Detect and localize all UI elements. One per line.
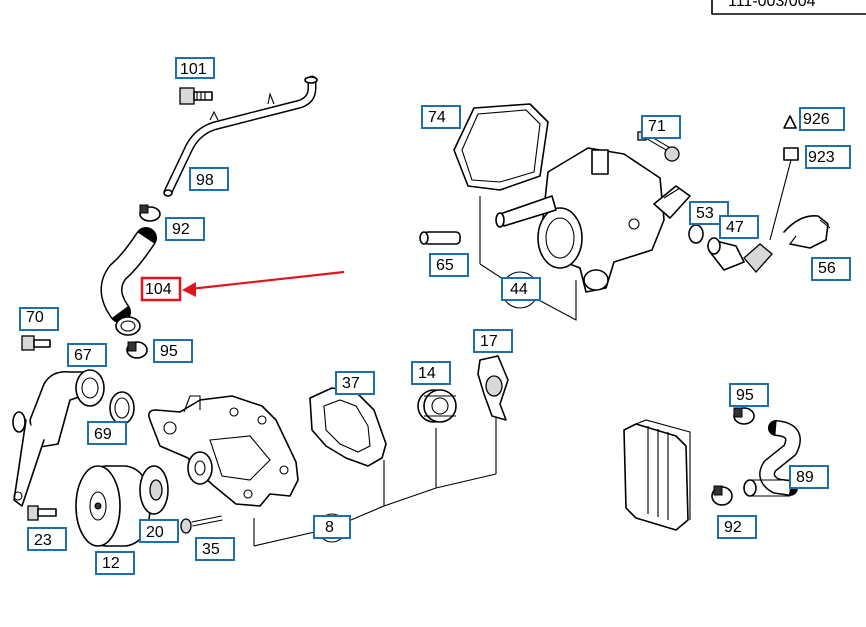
label-44[interactable]: 44 [501,277,541,301]
label-95-right[interactable]: 95 [729,383,769,407]
bolt-101-drawing [179,87,213,105]
svg-text:47: 47 [726,219,744,236]
hose-104-drawing [100,227,157,336]
label-12[interactable]: 12 [95,551,135,575]
label-926[interactable]: 926 [799,107,845,131]
label-89[interactable]: 89 [789,465,829,489]
sensor-47-drawing [707,237,773,273]
pulley-12-drawing [75,465,151,547]
bolt-70-drawing [21,335,51,351]
sensor-connector-drawing [653,185,691,219]
label-23[interactable]: 23 [27,527,67,551]
label-104-highlighted[interactable]: 104 [140,276,182,302]
drawing-reference-text: 111-003/004 [728,0,816,10]
svg-text:101: 101 [180,61,207,78]
svg-text:23: 23 [34,532,52,549]
clip-56-drawing [783,215,831,249]
svg-text:74: 74 [428,109,446,126]
svg-text:44: 44 [510,281,528,298]
svg-text:37: 37 [342,375,360,392]
item-923-drawing [769,147,799,241]
gasket-69-drawing [109,391,135,425]
svg-text:53: 53 [696,205,714,222]
label-65[interactable]: 65 [429,253,469,277]
label-20[interactable]: 20 [139,519,179,543]
label-17[interactable]: 17 [473,329,513,353]
item-926-drawing [783,115,797,129]
label-56[interactable]: 56 [811,257,851,281]
svg-text:67: 67 [74,347,92,364]
label-69[interactable]: 69 [87,421,127,445]
clamp-92-upper-drawing [139,204,161,222]
label-92-right[interactable]: 92 [717,515,757,539]
clamp-95-left-drawing [126,341,148,359]
label-53[interactable]: 53 [689,201,729,225]
drawing-reference-box: 111-003/004 [711,0,866,15]
svg-text:95: 95 [160,343,178,360]
hub-20-drawing [139,465,169,515]
svg-text:14: 14 [418,365,436,382]
label-74[interactable]: 74 [421,105,461,129]
label-98[interactable]: 98 [189,167,229,191]
vane-17-drawing [477,355,509,421]
svg-text:12: 12 [102,555,120,572]
svg-text:89: 89 [796,469,814,486]
label-37[interactable]: 37 [335,371,375,395]
pipe-98-drawing [163,75,318,197]
svg-text:70: 70 [26,309,44,326]
svg-text:35: 35 [202,541,220,558]
svg-text:56: 56 [818,260,836,277]
svg-text:923: 923 [808,149,835,166]
clamp-95-right-drawing [733,407,755,425]
label-95-left[interactable]: 95 [153,339,193,363]
svg-text:17: 17 [480,333,498,350]
impeller-14-drawing [417,389,457,423]
svg-text:92: 92 [724,519,742,536]
label-35[interactable]: 35 [195,537,235,561]
label-923[interactable]: 923 [805,145,851,169]
label-101[interactable]: 101 [175,57,215,79]
highlight-arrow [182,270,345,297]
svg-text:98: 98 [196,172,214,189]
svg-text:92: 92 [172,221,190,238]
clamp-92-right-drawing [711,485,733,506]
svg-text:95: 95 [736,387,754,404]
housing-67-drawing [12,369,105,507]
oil-cooler-drawing [623,419,691,531]
svg-text:926: 926 [803,111,830,128]
svg-text:20: 20 [146,524,164,541]
svg-text:65: 65 [436,257,454,274]
bolt-23-drawing [27,505,57,521]
gasket-74-drawing [453,103,549,191]
seal-53-drawing [688,224,704,244]
label-92-upper[interactable]: 92 [165,217,205,241]
svg-text:69: 69 [94,426,112,443]
label-8[interactable]: 8 [313,515,351,539]
label-70[interactable]: 70 [19,307,59,331]
label-71[interactable]: 71 [641,115,681,139]
label-67[interactable]: 67 [67,343,107,367]
label-47[interactable]: 47 [719,215,759,239]
svg-text:104: 104 [145,281,172,298]
pin-65-drawing [419,231,461,245]
gasket-37-drawing [309,387,387,467]
thermostat-housing-drawing [495,147,665,293]
hose-89-drawing [743,420,801,497]
svg-text:71: 71 [648,118,666,135]
bolt-35-drawing [180,515,223,534]
label-14[interactable]: 14 [411,361,451,385]
water-pump-drawing [148,395,299,507]
svg-text:8: 8 [325,519,334,536]
